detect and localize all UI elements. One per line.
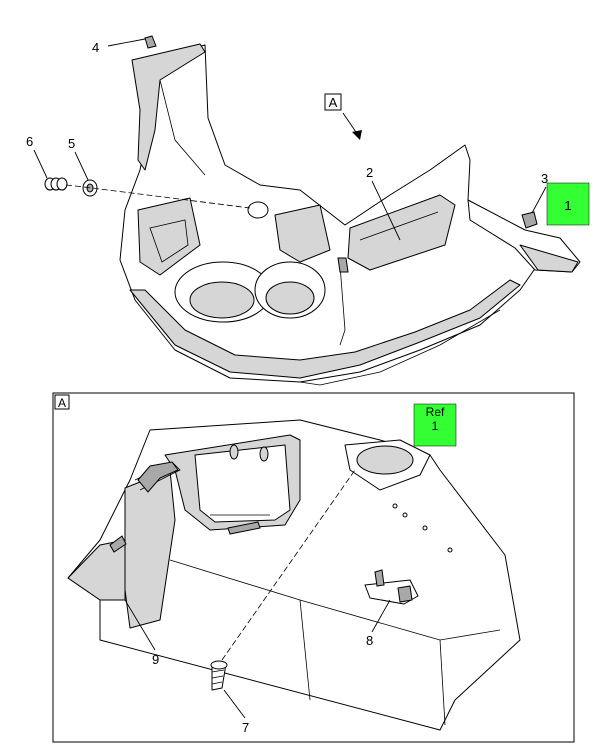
retainer-part-8 xyxy=(364,569,419,605)
fastener-part-6 xyxy=(44,177,68,191)
view-a-marker: A xyxy=(324,93,362,140)
callout-1-highlight: 1 xyxy=(546,182,590,226)
svg-text:5: 5 xyxy=(68,136,75,151)
instrument-panel-lower-assembly xyxy=(119,43,581,386)
callout-9: 9 xyxy=(124,599,159,667)
svg-text:Ref: Ref xyxy=(426,405,445,419)
callout-3: 3 xyxy=(531,171,548,214)
fastener-part-7 xyxy=(210,660,228,691)
svg-text:2: 2 xyxy=(366,165,373,180)
screw-part-9 xyxy=(109,535,127,553)
svg-text:1: 1 xyxy=(432,419,439,433)
ref-1-highlight: Ref 1 xyxy=(413,403,457,447)
callout-7: 7 xyxy=(223,689,249,735)
svg-text:8: 8 xyxy=(366,633,373,648)
callout-4: 4 xyxy=(92,38,146,55)
detail-view-a: A xyxy=(52,392,575,743)
callout-6: 6 xyxy=(26,134,48,179)
svg-text:9: 9 xyxy=(152,652,159,667)
callout-5: 5 xyxy=(68,136,89,181)
svg-text:1: 1 xyxy=(564,198,571,213)
install-line-6-5 xyxy=(65,184,251,209)
svg-text:3: 3 xyxy=(541,171,548,186)
clip-part-3 xyxy=(521,211,538,229)
svg-text:6: 6 xyxy=(26,134,33,149)
install-line-7 xyxy=(221,469,356,661)
callout-2: 2 xyxy=(366,165,401,241)
svg-text:4: 4 xyxy=(92,40,99,55)
detail-view-label: A xyxy=(58,396,66,410)
svg-text:7: 7 xyxy=(242,720,249,735)
view-a-label: A xyxy=(329,95,338,110)
clip-part-4 xyxy=(144,35,157,49)
callout-8: 8 xyxy=(366,599,391,648)
